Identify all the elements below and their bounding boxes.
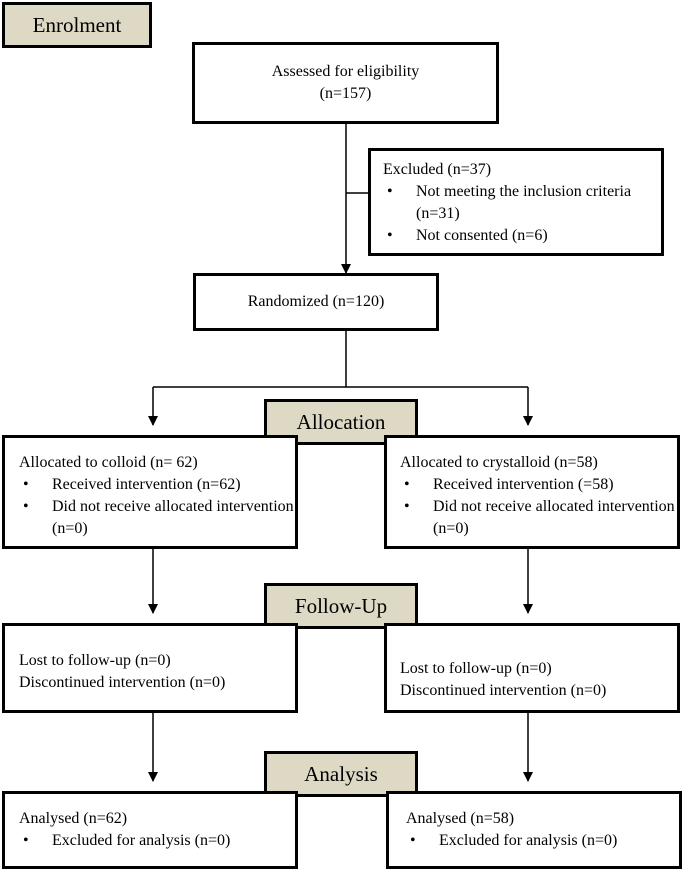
colloid-discontinued: Discontinued intervention (n=0)	[19, 674, 226, 691]
assessed-count: (n=157)	[319, 85, 372, 102]
colloid-lost-follow-up: Lost to follow-up (n=0)	[19, 652, 171, 669]
colloid-analysis-list: Excluded for analysis (n=0)	[19, 830, 295, 852]
crystalloid-lost-follow-up: Lost to follow-up (n=0)	[400, 660, 552, 677]
crystalloid-not-received: Did not receive allocated intervention (…	[400, 496, 677, 540]
randomized-label: Randomized (n=120)	[247, 293, 385, 310]
excluded-title: Excluded (n=37)	[383, 161, 492, 178]
excluded-item-criteria: Not meeting the inclusion criteria (n=31…	[383, 181, 661, 225]
excluded-box: Excluded (n=37) Not meeting the inclusio…	[368, 148, 664, 256]
enrolment-label: Enrolment	[2, 2, 152, 48]
excluded-list: Not meeting the inclusion criteria (n=31…	[383, 181, 661, 247]
crystalloid-received: Received intervention (=58)	[400, 474, 677, 496]
crystalloid-analysis-box: Analysed (n=58) Excluded for analysis (n…	[386, 791, 682, 869]
crystalloid-analysed: Analysed (n=58)	[406, 810, 515, 827]
crystalloid-allocation-list: Received intervention (=58) Did not rece…	[400, 474, 677, 540]
follow-up-label: Follow-Up	[264, 583, 418, 629]
colloid-allocation-box: Allocated to colloid (n= 62) Received in…	[2, 435, 298, 549]
colloid-allocation-title: Allocated to colloid (n= 62)	[19, 454, 198, 471]
colloid-analysed: Analysed (n=62)	[19, 810, 128, 827]
crystalloid-analysis-list: Excluded for analysis (n=0)	[406, 830, 679, 852]
colloid-allocation-list: Received intervention (n=62) Did not rec…	[19, 474, 295, 540]
crystalloid-excluded-analysis: Excluded for analysis (n=0)	[406, 830, 679, 852]
crystalloid-follow-up-box: Lost to follow-up (n=0) Discontinued int…	[384, 623, 680, 713]
colloid-not-received: Did not receive allocated intervention (…	[19, 496, 295, 540]
colloid-follow-up-box: Lost to follow-up (n=0) Discontinued int…	[2, 623, 298, 713]
colloid-received: Received intervention (n=62)	[19, 474, 295, 496]
crystalloid-allocation-title: Allocated to crystalloid (n=58)	[400, 454, 598, 471]
excluded-item-consent: Not consented (n=6)	[383, 225, 661, 247]
randomized-box: Randomized (n=120)	[193, 273, 439, 331]
analysis-label: Analysis	[264, 751, 418, 797]
crystalloid-discontinued: Discontinued intervention (n=0)	[400, 682, 607, 699]
assessed-label: Assessed for eligibility	[271, 63, 420, 80]
crystalloid-allocation-box: Allocated to crystalloid (n=58) Received…	[384, 435, 680, 549]
colloid-excluded-analysis: Excluded for analysis (n=0)	[19, 830, 295, 852]
colloid-analysis-box: Analysed (n=62) Excluded for analysis (n…	[2, 791, 298, 869]
assessed-box: Assessed for eligibility (n=157)	[192, 42, 499, 124]
